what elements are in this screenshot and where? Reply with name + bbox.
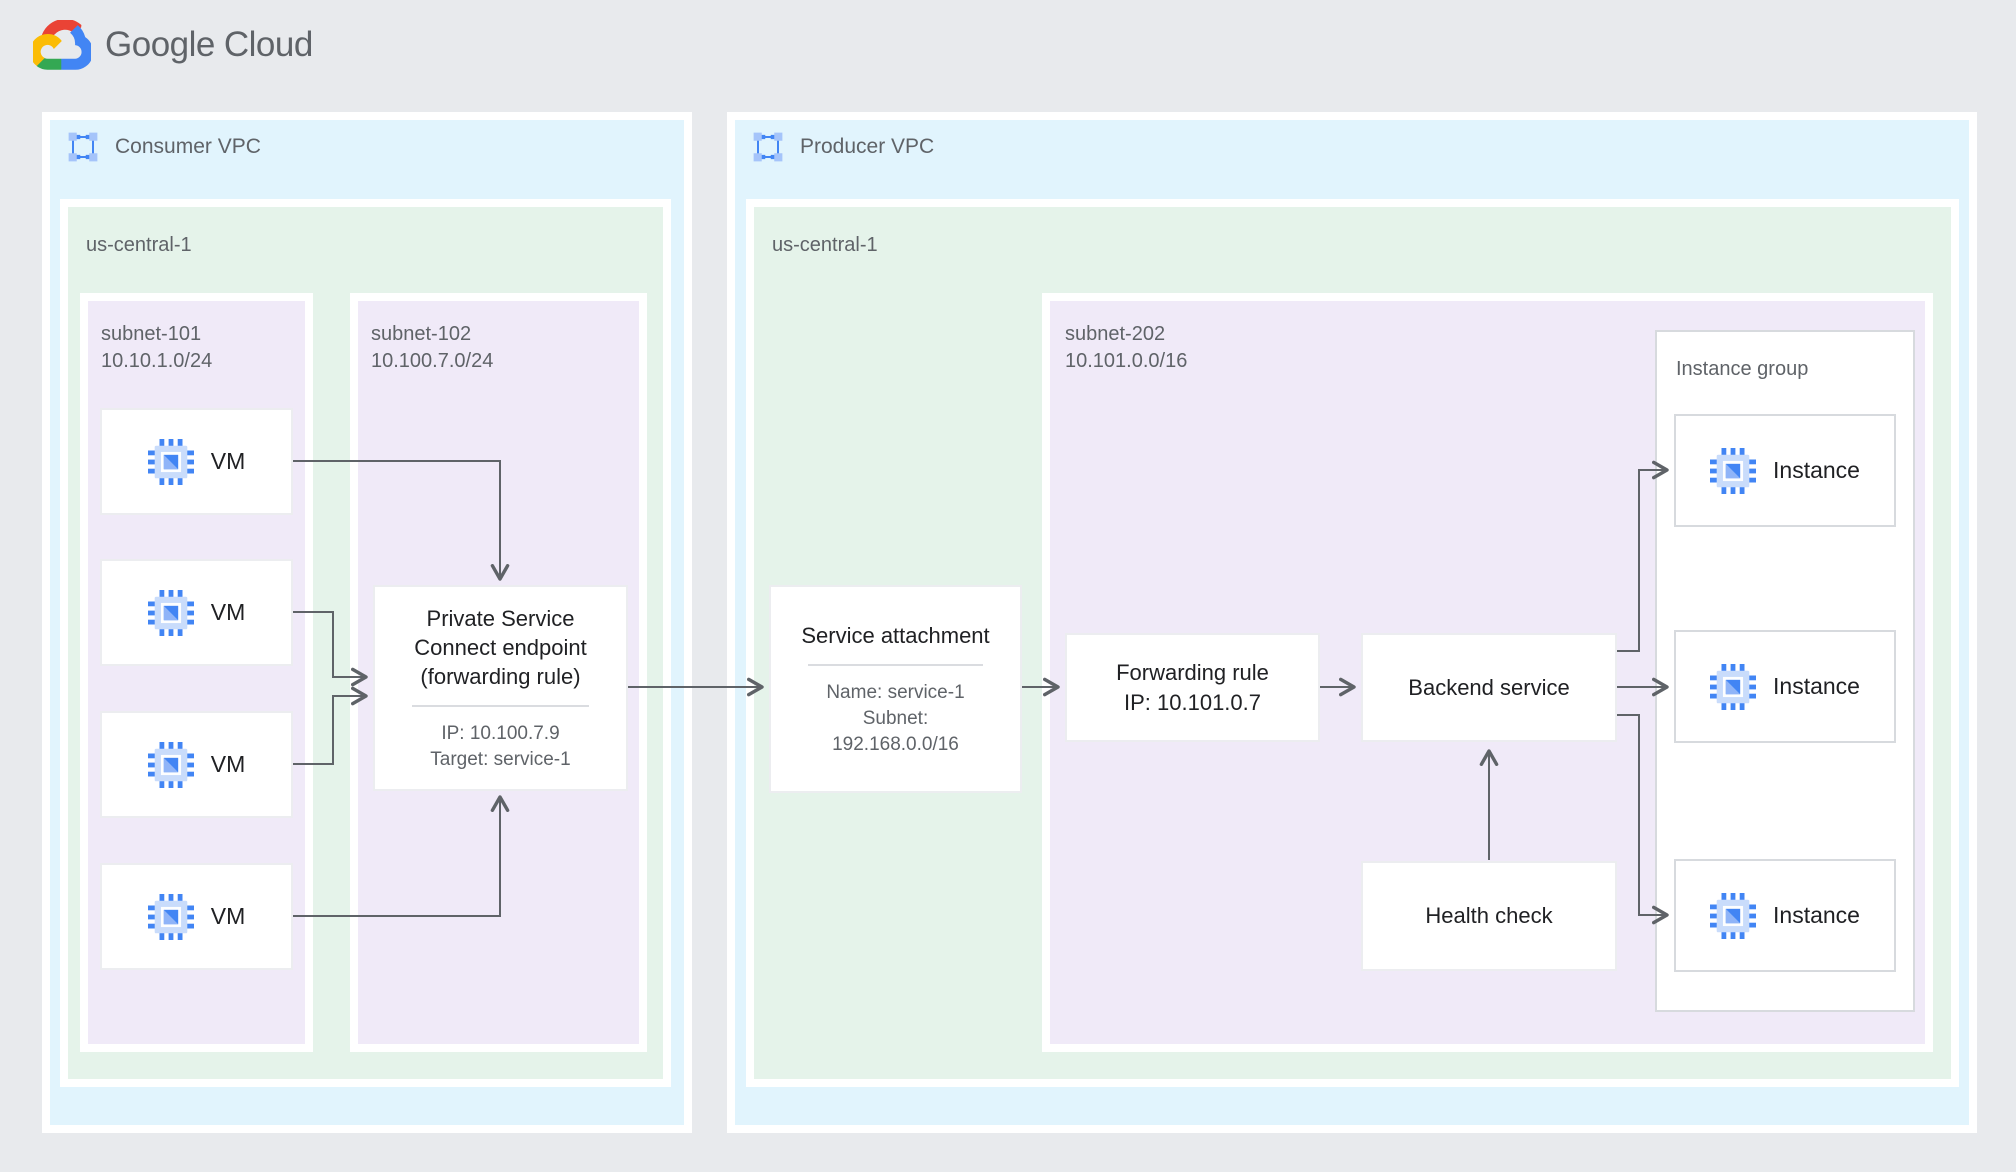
service-attachment-subnet-label: Subnet: [862, 707, 929, 729]
subnet-102-cidr: 10.100.7.0/24 [371, 350, 494, 372]
service-attachment-name: Name: service-1 [826, 681, 965, 703]
brand-word-cloud: Cloud [223, 25, 313, 64]
instance-label: Instance [1773, 902, 1860, 928]
subnet-101-name: subnet-101 [101, 323, 202, 345]
compute-instance-icon [1710, 892, 1757, 939]
service-attachment-node: Service attachment Name: service-1 Subne… [769, 585, 1022, 793]
forwarding-rule-ip: IP: 10.101.0.7 [1124, 689, 1261, 715]
instance-label: Instance [1773, 457, 1860, 483]
psc-endpoint-ip: IP: 10.100.7.9 [441, 722, 560, 744]
subnet-101-cidr: 10.10.1.0/24 [101, 350, 213, 372]
consumer-vpc-header: Consumer VPC [68, 132, 261, 162]
compute-instance-icon [1710, 663, 1757, 710]
instance-label: Instance [1773, 673, 1860, 699]
instance-group-label: Instance group [1676, 358, 1809, 380]
subnet-202-cidr: 10.101.0.0/16 [1065, 350, 1188, 372]
instance-node-2: Instance [1674, 630, 1896, 743]
divider [807, 663, 984, 666]
compute-vm-icon [147, 438, 194, 485]
brand-word-google: Google [105, 25, 215, 64]
instance-node-3: Instance [1674, 859, 1896, 972]
vm-label: VM [210, 599, 246, 625]
service-attachment-subnet-cidr: 192.168.0.0/16 [832, 733, 959, 755]
psc-title-line-3: (forwarding rule) [420, 663, 581, 689]
psc-title-line-1: Private Service [426, 605, 575, 631]
producer-vpc-label: Producer VPC [800, 135, 935, 159]
compute-instance-icon [1710, 447, 1757, 494]
vm-node-2: VM [100, 559, 293, 666]
producer-region-label: us-central-1 [772, 234, 878, 256]
health-check-title: Health check [1425, 903, 1553, 928]
health-check-node: Health check [1361, 861, 1617, 971]
divider [411, 704, 590, 707]
forwarding-rule-title: Forwarding rule [1116, 659, 1269, 685]
google-cloud-icon [33, 20, 91, 70]
psc-endpoint-node: Private Service Connect endpoint (forwar… [373, 585, 628, 791]
psc-endpoint-details: IP: 10.100.7.9 Target: service-1 [430, 721, 570, 773]
subnet-102-name: subnet-102 [371, 323, 472, 345]
service-attachment-title: Service attachment [801, 622, 990, 648]
consumer-region-label: us-central-1 [86, 234, 192, 256]
compute-vm-icon [147, 893, 194, 940]
subnet-202-label: subnet-202 10.101.0.0/16 [1065, 321, 1187, 375]
instance-node-1: Instance [1674, 414, 1896, 527]
vpc-network-icon [68, 132, 98, 162]
producer-vpc-header: Producer VPC [753, 132, 934, 162]
compute-vm-icon [147, 741, 194, 788]
consumer-vpc-label: Consumer VPC [115, 135, 261, 159]
subnet-101-label: subnet-101 10.10.1.0/24 [101, 321, 212, 375]
vm-node-1: VM [100, 408, 293, 515]
subnet-102-label: subnet-102 10.100.7.0/24 [371, 321, 493, 375]
backend-service-title: Backend service [1408, 674, 1570, 700]
subnet-202-name: subnet-202 [1065, 323, 1166, 345]
psc-endpoint-title: Private Service Connect endpoint (forwar… [414, 604, 586, 691]
vpc-network-icon [753, 132, 783, 162]
psc-endpoint-target: Target: service-1 [430, 748, 571, 770]
forwarding-rule-text: Forwarding rule IP: 10.101.0.7 [1116, 658, 1269, 718]
psc-title-line-2: Connect endpoint [414, 634, 587, 660]
service-attachment-details: Name: service-1 Subnet: 192.168.0.0/16 [826, 680, 964, 758]
vm-node-3: VM [100, 711, 293, 818]
vm-node-4: VM [100, 863, 293, 970]
backend-service-node: Backend service [1361, 633, 1617, 742]
vm-label: VM [210, 448, 246, 474]
vm-label: VM [210, 903, 246, 929]
vm-label: VM [210, 751, 246, 777]
forwarding-rule-node: Forwarding rule IP: 10.101.0.7 [1065, 633, 1320, 742]
compute-vm-icon [147, 589, 194, 636]
